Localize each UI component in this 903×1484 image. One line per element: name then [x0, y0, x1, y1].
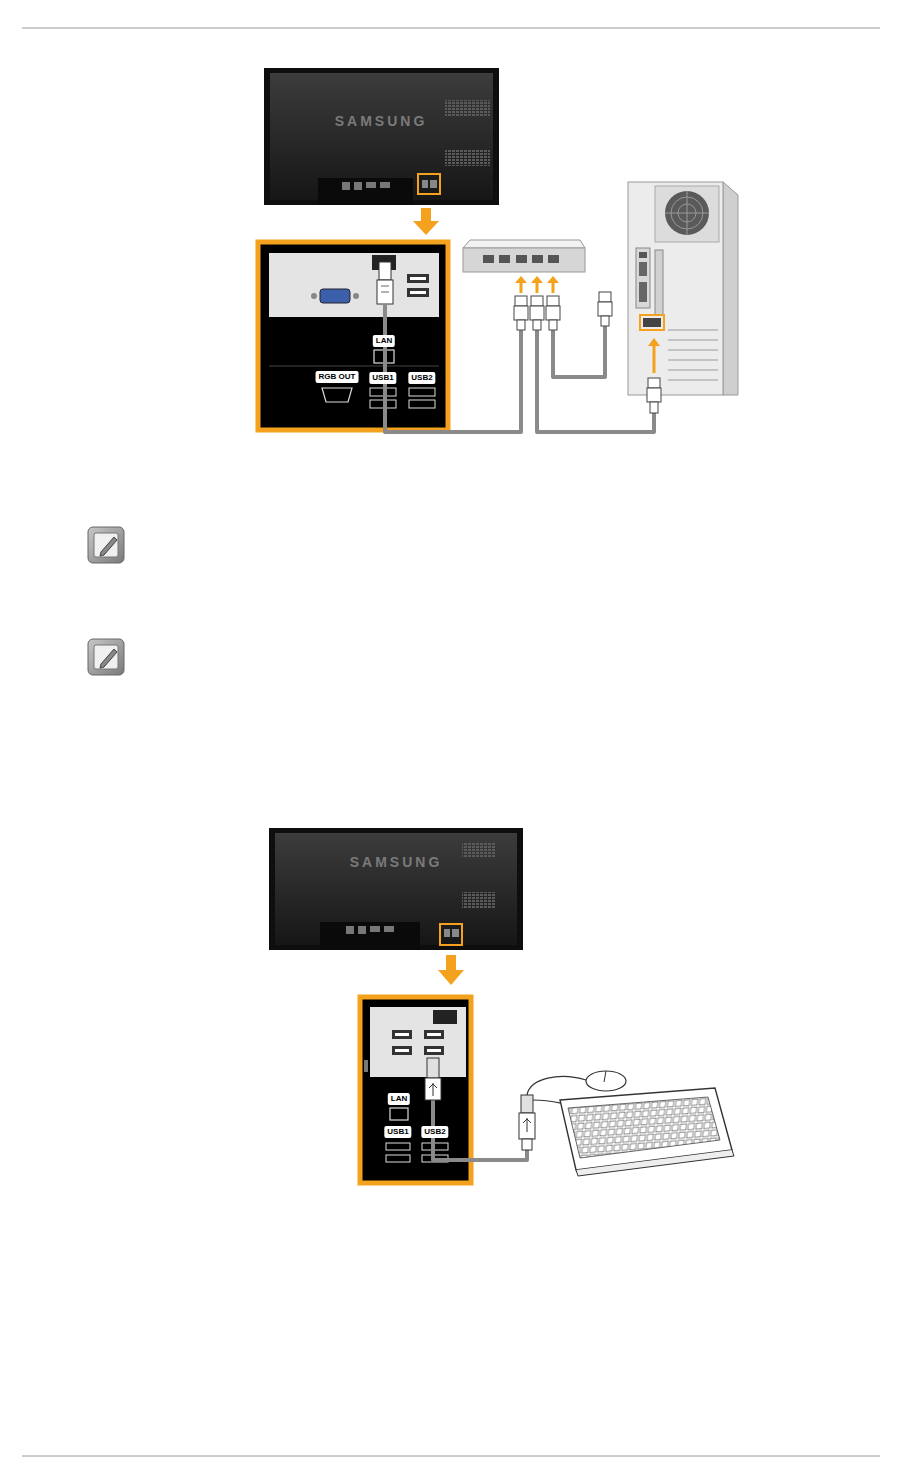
brand-logo: SAMSUNG	[350, 855, 443, 869]
port-label: USB2	[408, 372, 435, 384]
brand-logo: SAMSUNG	[335, 114, 428, 128]
port-label: RGB OUT	[316, 371, 359, 383]
port-label: LAN	[388, 1093, 410, 1105]
port-label: USB1	[369, 372, 396, 384]
port-label: LAN	[373, 335, 395, 347]
port-label: USB2	[421, 1126, 448, 1138]
port-label: USB1	[384, 1126, 411, 1138]
